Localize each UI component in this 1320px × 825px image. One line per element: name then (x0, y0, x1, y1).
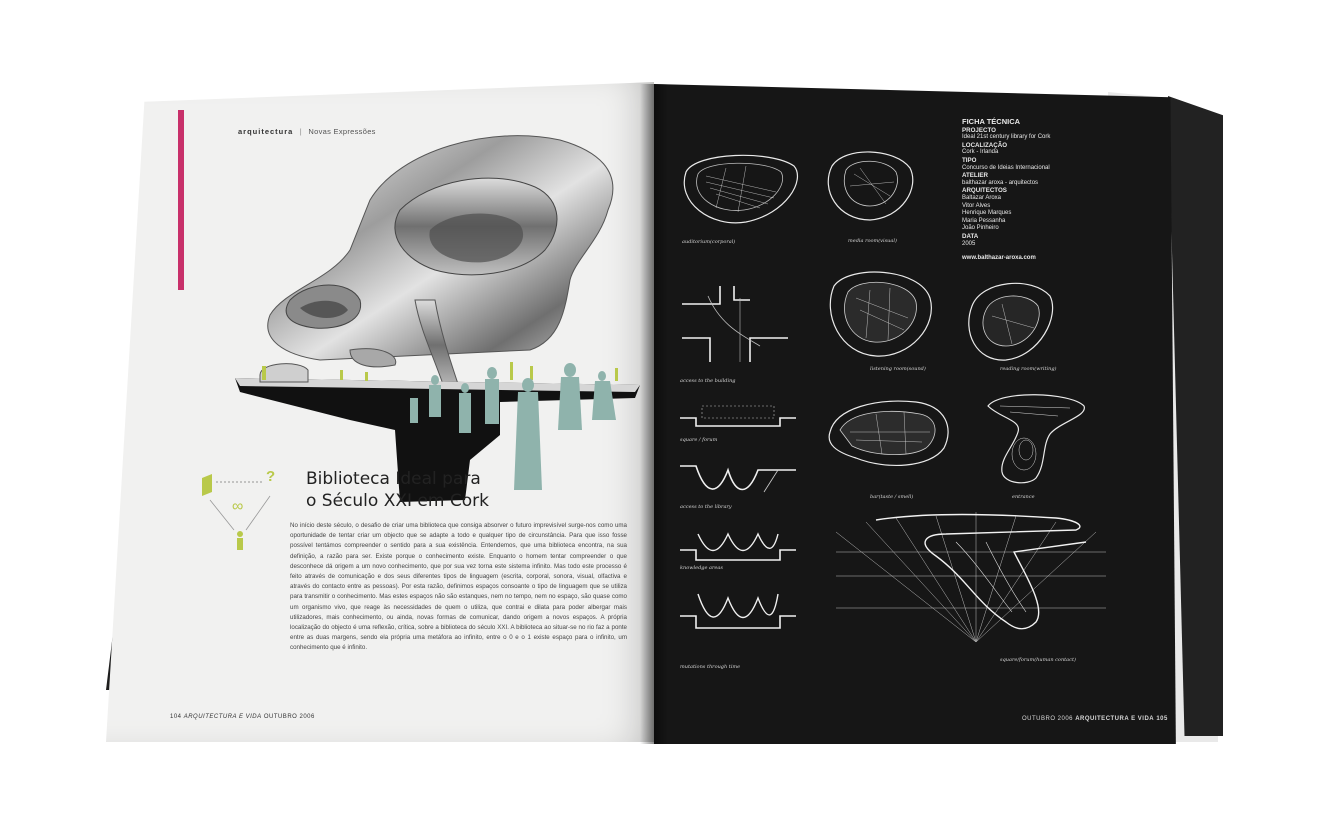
field-value: Baltazar Aroxa (962, 194, 1002, 201)
caption-knowledge-areas: knowledge areas (680, 565, 723, 571)
caption-listening-room: listening room(sound) (870, 366, 926, 372)
person-icon (237, 531, 243, 537)
caption-access-library: access to the library (680, 504, 732, 510)
field-value: balthazar aroxa - arquitectos (962, 179, 1039, 186)
field-label: ATELIER (962, 172, 989, 180)
left-issue-date: OUTUBRO 2006 (263, 714, 315, 720)
section-label: arquitectura | Novas Expressões (238, 127, 376, 136)
knowledge-areas-section (678, 520, 798, 564)
date-value: 2005 (962, 240, 976, 247)
date-label: DATA (962, 232, 979, 240)
field-label: LOCALIZAÇÃO (962, 141, 1008, 149)
article-title: Biblioteca Ideal para o Século XXI em Co… (306, 468, 489, 512)
subsection-name: Novas Expressões (308, 127, 376, 136)
right-page-footer: OUTUBRO 2006 ARQUITECTURA E VIDA 105 (1022, 716, 1168, 722)
entrance-sketch (980, 388, 1090, 488)
right-issue-date: OUTUBRO 2006 (1022, 716, 1074, 722)
square-forum-section (678, 398, 798, 434)
field-label: PROJECTO (962, 126, 996, 134)
title-line-1: Biblioteca Ideal para (306, 469, 481, 489)
ficha-title: FICHA TÉCNICA (962, 117, 1021, 126)
left-page-footer: 104 ARQUITECTURA E VIDA OUTUBRO 2006 (170, 714, 315, 720)
caption-media-room: media room(visual) (848, 238, 897, 244)
mutations-section (678, 588, 798, 636)
caption-entrance: entrance (1012, 494, 1035, 500)
caption-mutations: mutations through time (680, 664, 741, 670)
pink-page-edge (178, 110, 184, 290)
reading-room-sketch (962, 276, 1060, 368)
atelier-url: www.balthazar-aroxa.com (962, 255, 1036, 262)
field-label: TIPO (962, 156, 977, 164)
caption-square-forum-contact: square/forum(human contact) (1000, 657, 1076, 663)
access-building-plan (680, 284, 790, 366)
caption-square-forum: square / forum (680, 437, 718, 443)
book-icon (202, 474, 212, 496)
title-line-2: o Século XXI em Cork (306, 491, 489, 511)
field-value: Ideal 21st century library for Cork (962, 134, 1051, 141)
field-value: Concurso de Ideias Internacional (962, 164, 1050, 171)
caption-reading-room: reading room(writing) (1000, 366, 1057, 372)
question-mark-symbol: ? (266, 468, 276, 485)
right-magazine-name: ARQUITECTURA E VIDA (1075, 716, 1155, 722)
field-value: Cork - Irlanda (962, 149, 999, 156)
caption-bar: bar(taste / smell) (870, 494, 914, 500)
caption-auditorium: auditorium(corporal) (682, 239, 736, 245)
concept-diagram: ? ∞ (194, 468, 290, 558)
infinity-symbol: ∞ (232, 498, 244, 515)
architect-name: João Pinheiro (962, 225, 999, 232)
listening-room-sketch (820, 264, 940, 364)
left-magazine-name: ARQUITECTURA E VIDA (183, 714, 262, 720)
auditorium-sketch (676, 152, 806, 230)
media-room-sketch (820, 146, 920, 226)
left-page-number: 104 (170, 714, 182, 720)
section-name: arquitectura (238, 127, 294, 136)
hero-render (230, 130, 650, 510)
caption-access-building: access to the building (680, 378, 736, 384)
square-forum-perspective (836, 512, 1106, 652)
page-gutter (640, 84, 668, 744)
architect-name: Vitor Alves (962, 202, 991, 209)
architect-name: Maria Pessanha (962, 217, 1006, 224)
ficha-tecnica: FICHA TÉCNICA PROJECTO Ideal 21st centur… (962, 118, 1102, 263)
bar-sketch (826, 392, 956, 472)
infinity-triangle-diagram (202, 474, 271, 550)
architect-name: Henrique Marques (962, 210, 1012, 217)
article-body: No início deste século, o desafio de cri… (290, 522, 627, 652)
library-render-illustration (235, 135, 640, 502)
right-page-number: 105 (1156, 716, 1168, 722)
access-library-section (678, 456, 798, 502)
field-label: ARQUITECTOS (962, 187, 1007, 195)
